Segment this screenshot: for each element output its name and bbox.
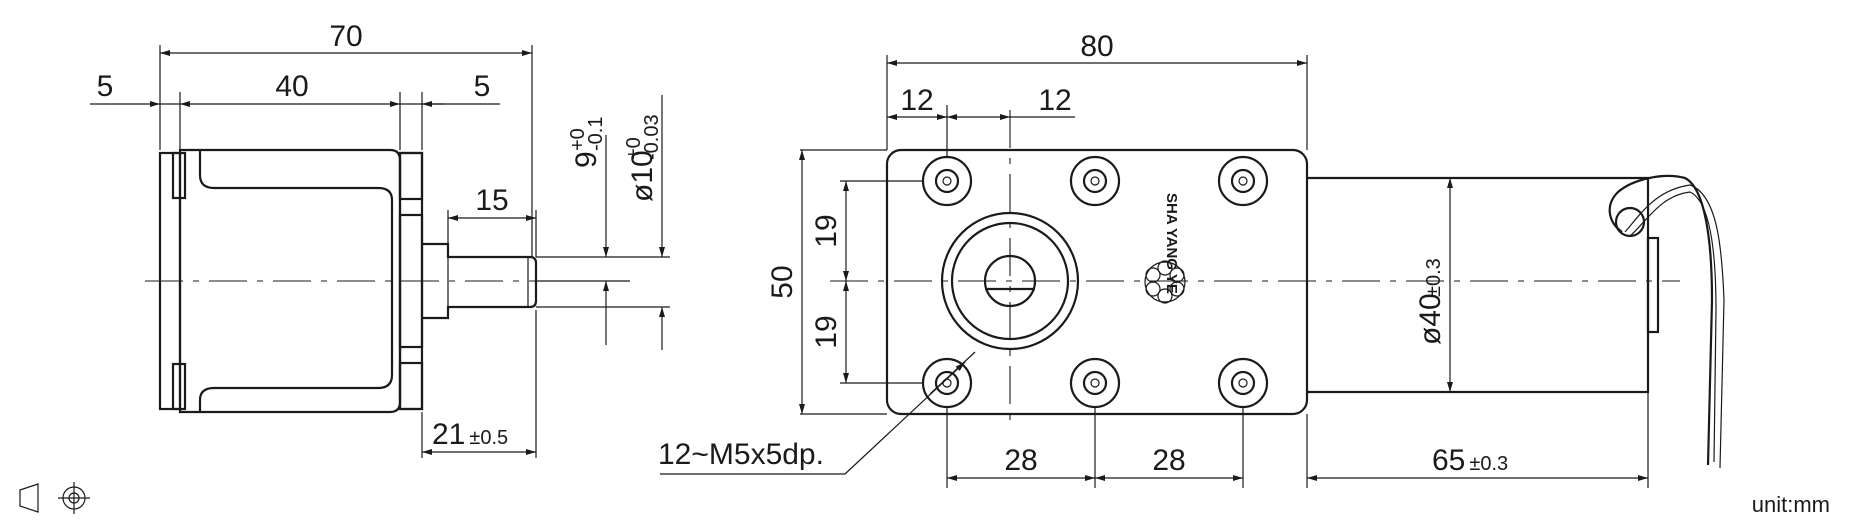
front-view-holes — [921, 155, 1269, 409]
svg-text:9: 9 — [570, 151, 603, 168]
svg-text:+0: +0 — [623, 137, 645, 160]
front-view-lead-wires — [1608, 174, 1714, 466]
projection-symbol-icon — [19, 482, 90, 514]
dim-front-width: 80 — [1080, 30, 1113, 63]
svg-text:-0.03: -0.03 — [641, 114, 663, 160]
unit-label: unit:mm — [1752, 492, 1830, 517]
svg-text:-0.1: -0.1 — [585, 117, 607, 151]
side-view-left-tab-bottom — [171, 362, 187, 411]
svg-text:±0.3: ±0.3 — [1423, 258, 1445, 297]
mounting-hole — [1217, 155, 1269, 207]
dim-left-margin: 5 — [97, 70, 114, 103]
dim-hole-edge-right: 12 — [1038, 84, 1071, 117]
mounting-hole — [1217, 357, 1269, 409]
dim-hole-spacing-1: 28 — [1004, 444, 1037, 477]
dim-body-width: 40 — [275, 70, 308, 103]
dim-hole-pitch-lower: 19 — [810, 315, 843, 348]
dim-right-margin: 5 — [474, 70, 491, 103]
dim-front-height: 50 — [766, 265, 799, 298]
holes-note: 12~M5x5dp. — [658, 438, 824, 471]
mounting-hole — [921, 155, 973, 207]
dim-overall-width: 70 — [329, 20, 362, 53]
brand-logo: SHA YANG YE — [1144, 193, 1186, 304]
svg-text:ø40: ø40 — [1414, 293, 1447, 345]
front-view-motor — [1307, 176, 1650, 394]
dim-hole-edge-left: 12 — [900, 84, 933, 117]
brand-name: SHA YANG YE — [1163, 193, 1180, 294]
dim-shaft-diameter: ø10 +0 -0.03 — [623, 114, 663, 202]
side-view-body-inner — [198, 150, 394, 412]
mounting-hole — [921, 357, 973, 409]
front-view-plate — [885, 148, 1309, 416]
dim-motor-diameter: ø40 ±0.3 — [1414, 258, 1447, 345]
dim-shaft-length: 15 — [475, 184, 508, 217]
dim-shaft-flat: 9 +0 -0.1 — [567, 117, 607, 168]
dim-hole-pitch-upper: 19 — [810, 214, 843, 247]
dim-motor-length: 65±0.3 — [1432, 444, 1508, 477]
dim-hole-spacing-2: 28 — [1152, 444, 1185, 477]
mounting-hole — [1069, 155, 1121, 207]
side-view-right-tab-top — [398, 151, 424, 201]
svg-text:+0: +0 — [567, 128, 589, 151]
side-view: 70 5 40 5 15 21±0.5 9 +0 -0.1 ø10 +0 - — [90, 20, 670, 458]
dim-shaft-offset: 21±0.5 — [432, 418, 508, 451]
front-view: SHA YANG YE 80 12 12 50 — [658, 30, 1725, 488]
side-view-shaft — [422, 242, 538, 320]
svg-text:ø10: ø10 — [626, 150, 659, 202]
side-view-left-tab-top — [171, 151, 187, 200]
side-view-right-tab-bottom — [398, 361, 424, 411]
mounting-hole — [1069, 357, 1121, 409]
